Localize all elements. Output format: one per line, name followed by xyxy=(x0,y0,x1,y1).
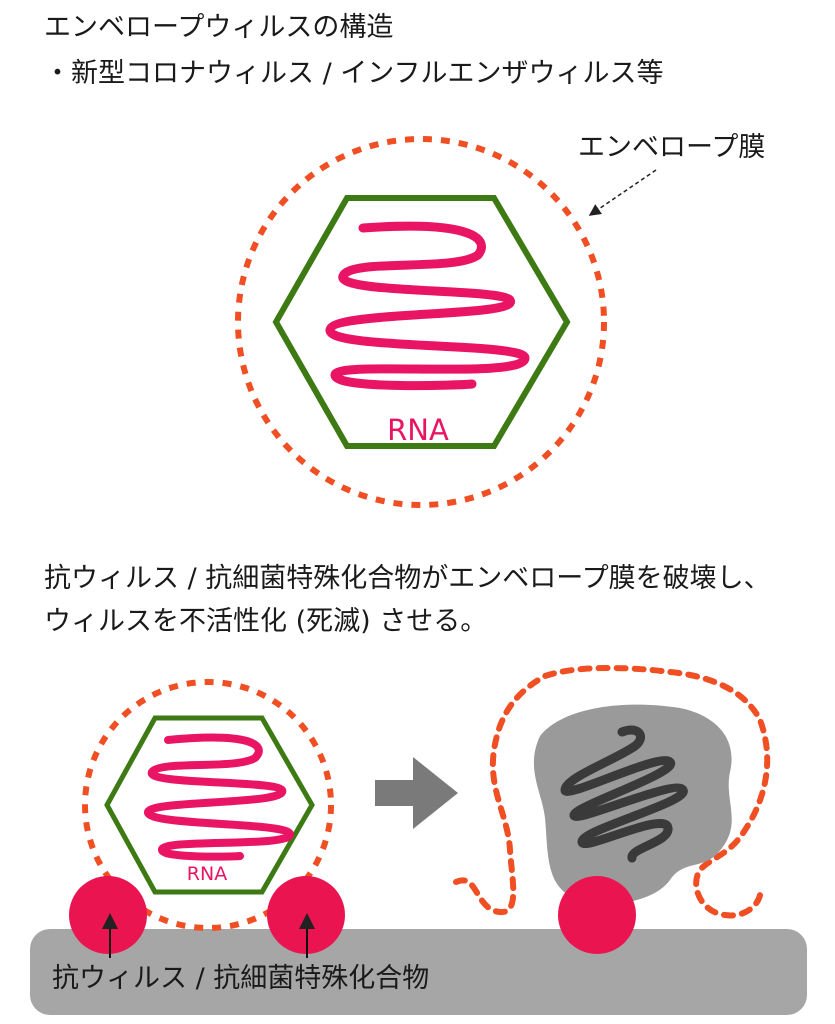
rna-label: RNA xyxy=(387,413,449,447)
envelope-membrane-broken xyxy=(453,665,771,919)
rna-label-intact: RNA xyxy=(187,863,227,885)
envelope-membrane xyxy=(235,136,607,508)
envelope-label: エンベロープ膜 xyxy=(578,132,766,163)
rna-strand-intact xyxy=(143,733,295,861)
damaged-virus-body xyxy=(533,704,732,904)
virus-examples: ・新型コロナウィルス / インフルエンザウィルス等 xyxy=(44,58,664,89)
damaged-rna-strand xyxy=(560,725,688,863)
compound-particle-attached xyxy=(558,876,636,954)
envelope-pointer-arrow xyxy=(588,169,657,216)
envelope-membrane-intact xyxy=(82,679,334,931)
explanation-line-2: ウィルスを不活性化 (死滅) させる。 xyxy=(44,606,488,637)
process-arrow xyxy=(375,757,458,829)
compound-particle-left xyxy=(69,876,147,954)
page-title: エンベロープウィルスの構造 xyxy=(44,12,394,43)
capsid-hexagon-intact xyxy=(104,715,315,895)
capsid-hexagon xyxy=(272,195,571,449)
explanation-line-1: 抗ウィルス / 抗細菌特殊化合物がエンベロープ膜を破壊し、 xyxy=(44,563,771,594)
rna-strand xyxy=(325,221,530,391)
compound-label: 抗ウィルス / 抗細菌特殊化合物 xyxy=(52,963,429,994)
